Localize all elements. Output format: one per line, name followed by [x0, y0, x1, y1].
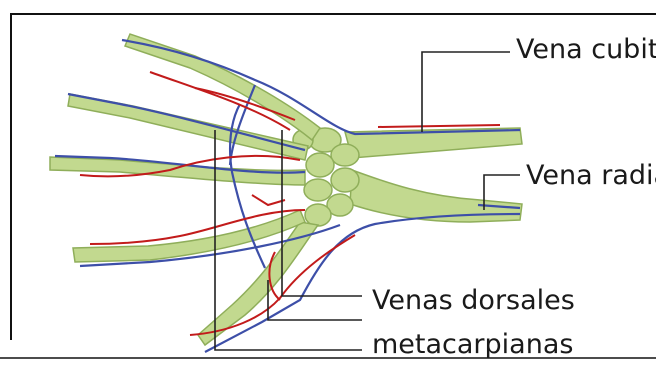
label-vena-cubital: Vena cubital: [516, 34, 656, 65]
label-vena-radial: Vena radial: [526, 160, 656, 191]
label-venas-dorsales-line1: Venas dorsales: [372, 285, 575, 316]
index-finger-bone: [73, 210, 305, 262]
label-venas-dorsales-line2: metacarpianas: [372, 329, 573, 360]
leader-vena-cubital: [422, 52, 510, 132]
middle-finger-bone: [50, 157, 305, 185]
